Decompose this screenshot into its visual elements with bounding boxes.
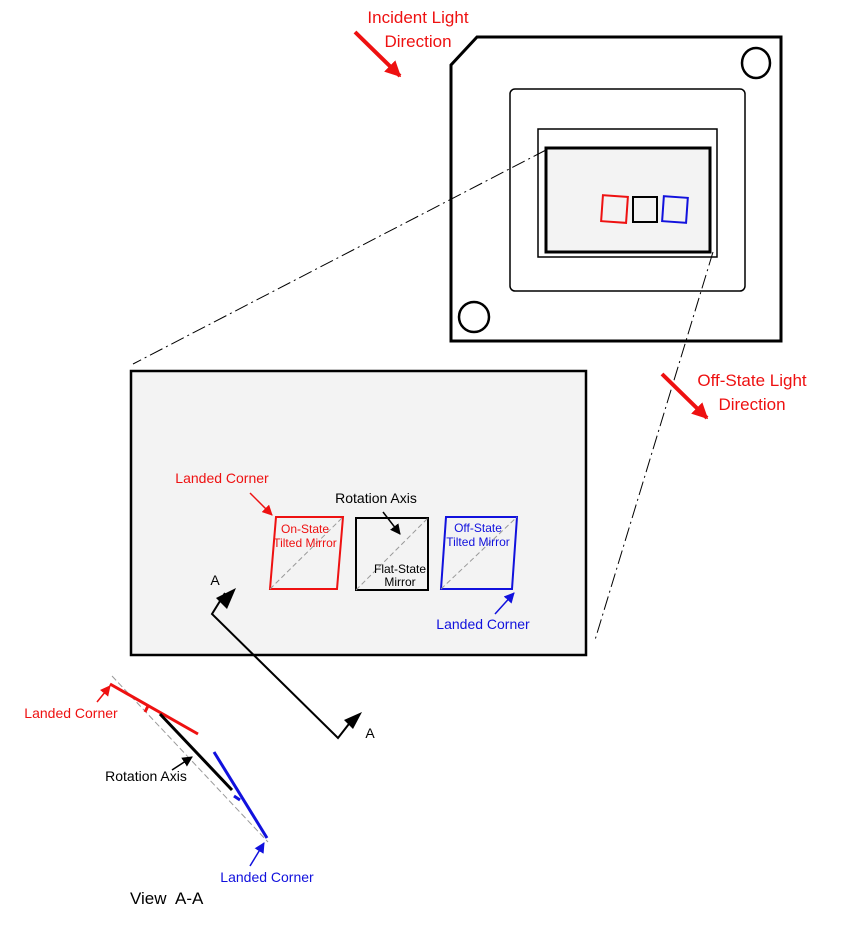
section-arrowhead-lower bbox=[344, 712, 362, 729]
view-rotation-axis-label: Rotation Axis bbox=[105, 768, 187, 784]
section-label-a-upper: A bbox=[210, 572, 220, 588]
off-state-light-label-line2: Direction bbox=[718, 395, 785, 414]
zoom-guide-upper bbox=[132, 149, 547, 365]
on-state-mirror: On-State Tilted Mirror bbox=[268, 516, 345, 590]
view-on-state-post bbox=[143, 705, 150, 713]
view-off-state-mirror bbox=[212, 751, 269, 839]
landed-corner-top-pointer bbox=[249, 492, 273, 516]
section-cut-line bbox=[210, 592, 353, 740]
rotation-axis-pointer bbox=[382, 511, 401, 535]
on-state-label-line2: Tilted Mirror bbox=[273, 536, 337, 550]
section-cut-a-a: A A bbox=[210, 572, 375, 741]
mini-on-state-mirror bbox=[600, 194, 629, 224]
incident-light-direction: Incident Light Direction bbox=[353, 8, 469, 78]
enlarged-mirror-panel: On-State Tilted Mirror Flat-State Mirror… bbox=[129, 369, 588, 741]
package-mounting-hole-top-right bbox=[740, 46, 772, 80]
view-landed-corner-top-label: Landed Corner bbox=[24, 705, 118, 721]
on-state-label-line1: On-State bbox=[281, 522, 329, 536]
view-on-state-mirror bbox=[109, 682, 199, 736]
flat-state-rotation-axis bbox=[355, 517, 429, 591]
enlarged-panel-background bbox=[129, 369, 588, 657]
incident-light-arrow bbox=[353, 30, 402, 78]
flat-state-label-line1: Flat-State bbox=[374, 562, 426, 576]
view-off-state-post bbox=[233, 794, 241, 802]
package-mounting-hole-bottom-left bbox=[457, 300, 491, 334]
view-a-a-section: Landed Corner Rotation Axis Landed Corne… bbox=[24, 675, 314, 908]
off-state-light-arrow bbox=[660, 372, 709, 420]
incident-light-label-line1: Incident Light bbox=[367, 8, 468, 27]
landed-corner-top-label: Landed Corner bbox=[175, 470, 269, 486]
view-landed-corner-bottom-pointer bbox=[249, 842, 265, 867]
view-title: View A-A bbox=[130, 889, 204, 908]
flat-state-mirror-outline bbox=[355, 517, 429, 591]
off-state-light-label-line1: Off-State Light bbox=[697, 371, 807, 390]
landed-corner-bottom-pointer bbox=[494, 592, 515, 615]
landed-corner-bottom-label: Landed Corner bbox=[436, 616, 530, 632]
flat-state-label-line2: Mirror bbox=[384, 575, 415, 589]
off-state-mirror: Off-State Tilted Mirror bbox=[439, 516, 519, 590]
off-state-rotation-axis bbox=[440, 516, 518, 590]
dmd-package bbox=[449, 35, 783, 343]
mini-flat-state-mirror bbox=[632, 196, 658, 223]
on-state-mirror-outline bbox=[268, 516, 345, 590]
section-arrowhead-upper bbox=[216, 588, 236, 609]
off-state-mirror-outline bbox=[439, 516, 519, 590]
on-state-rotation-axis bbox=[269, 516, 344, 590]
view-landed-corner-top-pointer bbox=[96, 685, 111, 703]
view-rotation-axis-pointer bbox=[171, 756, 193, 771]
off-state-label-line2: Tilted Mirror bbox=[446, 535, 510, 549]
view-flat-state-mirror bbox=[158, 712, 234, 792]
rotation-axis-label: Rotation Axis bbox=[335, 490, 417, 506]
incident-light-label-line2: Direction bbox=[384, 32, 451, 51]
flat-state-mirror: Flat-State Mirror bbox=[355, 517, 429, 591]
off-state-light-direction: Off-State Light Direction bbox=[660, 371, 807, 420]
section-label-a-lower: A bbox=[365, 725, 375, 741]
mini-off-state-mirror bbox=[661, 195, 689, 224]
zoom-guide-lower bbox=[594, 251, 714, 641]
view-landed-corner-bottom-label: Landed Corner bbox=[220, 869, 314, 885]
off-state-label-line1: Off-State bbox=[454, 521, 502, 535]
